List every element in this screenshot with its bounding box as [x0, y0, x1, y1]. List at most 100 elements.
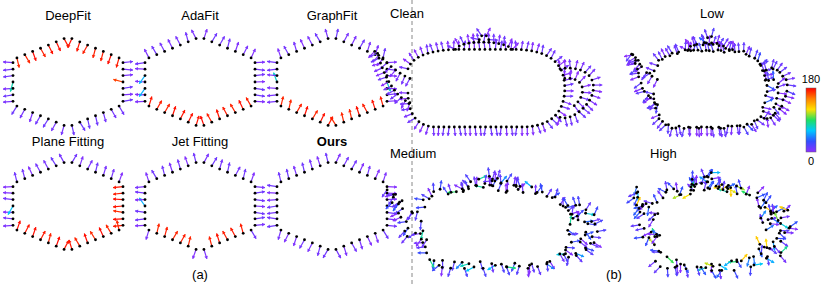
point — [280, 105, 283, 108]
point — [102, 111, 105, 114]
point — [521, 126, 524, 129]
arrow-head — [87, 126, 91, 129]
normal-arrow — [185, 156, 188, 165]
point — [664, 55, 667, 58]
arrow-head — [770, 99, 773, 102]
point — [203, 124, 206, 127]
arrow-head — [267, 205, 270, 209]
arrow-head — [650, 107, 653, 110]
normal-arrow — [217, 109, 220, 119]
arrow-head — [516, 272, 519, 275]
point — [47, 168, 50, 171]
point — [474, 126, 477, 129]
arrow-head — [730, 132, 734, 135]
arrow-head — [526, 41, 530, 44]
normal-arrow — [220, 36, 225, 45]
arrow-head — [464, 133, 468, 136]
point — [448, 126, 451, 129]
normal-arrow — [240, 224, 243, 234]
point — [210, 164, 213, 167]
point — [122, 211, 125, 214]
arrow-head — [403, 232, 406, 235]
point — [678, 125, 681, 128]
point — [746, 123, 749, 126]
point — [720, 49, 723, 52]
point — [387, 80, 390, 83]
point — [250, 56, 253, 59]
point — [327, 37, 330, 40]
point — [254, 198, 257, 201]
point — [489, 126, 492, 129]
arrow-head — [285, 169, 289, 172]
point — [695, 43, 698, 46]
normal-arrow — [375, 233, 378, 243]
point — [581, 86, 584, 89]
arrow-head — [354, 160, 357, 163]
normal-arrow — [75, 238, 80, 247]
arrow-head — [317, 253, 321, 256]
point — [122, 61, 125, 64]
point — [374, 177, 377, 180]
arrow-head — [515, 43, 518, 46]
arrow-head — [27, 60, 30, 63]
point — [319, 164, 322, 167]
arrow-head — [48, 233, 52, 236]
point — [409, 101, 412, 104]
arrow-head — [190, 113, 193, 116]
arrow-head — [502, 269, 505, 272]
point — [16, 56, 19, 59]
normal-arrow — [235, 167, 240, 176]
arrow-head — [591, 248, 594, 251]
point — [563, 84, 566, 87]
point — [403, 230, 406, 233]
colorbar — [806, 88, 816, 152]
teapot-plot — [382, 167, 606, 277]
arrow-head — [159, 101, 162, 104]
normal-arrow — [80, 122, 85, 130]
point — [569, 223, 572, 226]
arrow-head — [376, 73, 379, 76]
point — [358, 47, 361, 50]
normal-arrow — [188, 113, 192, 122]
arrow-head — [462, 180, 465, 183]
point — [254, 87, 257, 90]
point — [570, 241, 573, 244]
point — [634, 56, 637, 59]
point — [422, 54, 425, 57]
point — [657, 59, 660, 62]
arrow-head — [35, 121, 38, 124]
arrow-head — [289, 100, 293, 103]
point — [640, 65, 643, 68]
point — [482, 267, 485, 270]
arrow-head — [432, 183, 436, 186]
point — [432, 190, 435, 193]
arrow-head — [262, 68, 265, 72]
normal-arrow — [146, 230, 149, 240]
arrow-head — [393, 208, 396, 211]
point — [717, 49, 720, 52]
point — [763, 117, 766, 120]
normal-arrow — [251, 172, 254, 181]
arrow-head — [566, 263, 570, 266]
point — [31, 111, 34, 114]
arrow-head — [651, 116, 654, 119]
normal-arrow — [336, 154, 340, 163]
point — [171, 114, 174, 117]
point — [463, 126, 466, 129]
point — [745, 53, 748, 56]
arrow-head — [80, 156, 83, 159]
arrow-head — [483, 133, 487, 136]
point — [392, 196, 395, 199]
point — [254, 81, 257, 84]
arrow-head — [92, 55, 96, 58]
normal-arrow — [111, 109, 116, 118]
point — [557, 110, 560, 113]
point — [148, 229, 151, 232]
point — [478, 38, 481, 41]
arrow-head — [652, 122, 655, 125]
point — [250, 180, 253, 183]
arrow-head — [26, 224, 29, 227]
normal-arrow — [3, 101, 13, 103]
point — [179, 168, 182, 171]
normal-arrow — [33, 51, 36, 60]
